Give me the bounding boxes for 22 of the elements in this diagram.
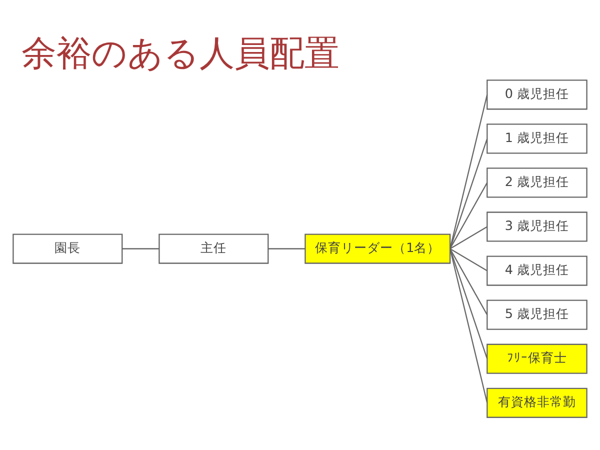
node-box: 0 歳児担任 <box>486 80 588 110</box>
connector <box>450 248 488 272</box>
node-box: 5 歳児担任 <box>486 300 588 330</box>
connector <box>450 248 488 316</box>
node-box: ﾌﾘｰ保育士 <box>486 344 588 374</box>
node-box: 3 歳児担任 <box>486 212 588 242</box>
connector <box>268 248 306 250</box>
connector <box>450 182 488 250</box>
connector <box>450 248 488 360</box>
diagram-title: 余裕のある人員配置 <box>22 34 340 74</box>
connector <box>122 248 160 250</box>
connector <box>450 248 488 404</box>
node-box: 1 歳児担任 <box>486 124 588 154</box>
node-box: 有資格非常勤 <box>486 388 588 418</box>
connector <box>450 94 488 249</box>
node-box: 2 歳児担任 <box>486 168 588 198</box>
node-box: 主任 <box>158 234 269 264</box>
node-box: 保育リーダー（1名） <box>304 234 451 264</box>
connector <box>450 226 488 250</box>
node-box: 4 歳児担任 <box>486 256 588 286</box>
node-box: 園長 <box>12 234 123 264</box>
connector <box>450 138 488 249</box>
